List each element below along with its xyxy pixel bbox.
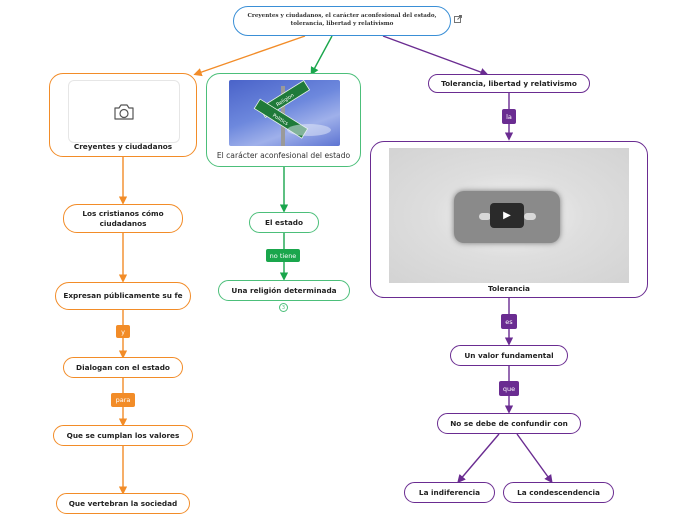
node-tolerancia-libertad-relativismo[interactable]: Tolerancia, libertad y relativismo (428, 74, 590, 93)
node-text: La indiferencia (418, 487, 481, 497)
video-play-icon[interactable]: ▶ (490, 203, 524, 228)
card-title: Creyentes y ciudadanos (73, 142, 173, 151)
node-religion-determinada[interactable]: Una religión determinada (218, 280, 350, 301)
node-vertebran-sociedad[interactable]: Que vertebran la sociedad (56, 493, 190, 514)
street-sign-image: Religion Politics (229, 80, 340, 146)
video-dot-right (524, 213, 536, 220)
node-text: Una religión determinada (231, 285, 337, 295)
node-text: Que se cumplan los valores (66, 430, 180, 440)
video-frame: ▶ (454, 191, 560, 243)
node-cumplan-valores[interactable]: Que se cumplan los valores (53, 425, 193, 446)
root-topic-text: Creyentes y ciudadanos, el carácter acon… (247, 13, 437, 27)
node-dialogan-estado[interactable]: Dialogan con el estado (63, 357, 183, 378)
node-text: Expresan públicamente su fe (63, 291, 183, 301)
node-text: Los cristianos cómo ciudadanos (82, 208, 164, 228)
link-label-es[interactable]: es (501, 314, 517, 329)
link-label-y[interactable]: y (116, 325, 130, 338)
camera-icon (114, 103, 134, 120)
node-condescendencia[interactable]: La condescendencia (503, 482, 614, 503)
root-topic[interactable]: Creyentes y ciudadanos, el carácter acon… (233, 6, 451, 36)
node-indiferencia[interactable]: La indiferencia (404, 482, 495, 503)
card-title: Tolerancia (488, 284, 530, 293)
link-root-green (310, 35, 333, 76)
card-creyentes-y-ciudadanos[interactable]: Creyentes y ciudadanos (49, 73, 197, 157)
image-placeholder (68, 80, 180, 143)
node-text: Tolerancia, libertad y relativismo (441, 78, 577, 88)
card-title: El carácter aconfesional del estado (216, 151, 351, 160)
node-cristianos-ciudadanos[interactable]: Los cristianos cómo ciudadanos (63, 204, 183, 233)
node-no-confundir[interactable]: No se debe de confundir con (437, 413, 581, 434)
card-tolerancia[interactable]: ▶ Tolerancia (370, 141, 648, 298)
node-valor-fundamental[interactable]: Un valor fundamental (450, 345, 568, 366)
node-text: Un valor fundamental (464, 350, 554, 360)
video-dot-left (479, 213, 491, 220)
node-el-estado[interactable]: El estado (249, 212, 319, 233)
node-expresan-fe[interactable]: Expresan públicamente su fe (55, 282, 191, 310)
link-purple-4 (457, 433, 500, 484)
link-label-la[interactable]: la (502, 109, 516, 124)
video-thumbnail[interactable]: ▶ (389, 148, 629, 283)
link-label-que[interactable]: que (499, 381, 519, 396)
node-text: Que vertebran la sociedad (68, 498, 178, 508)
link-root-purple (382, 35, 489, 77)
collapse-count-badge[interactable]: 3 (279, 303, 288, 312)
card-caracter-aconfesional[interactable]: Religion Politics El carácter aconfesion… (206, 73, 361, 167)
external-link-icon[interactable] (454, 15, 462, 23)
link-label-no-tiene[interactable]: no tiene (266, 249, 300, 262)
node-text: El estado (265, 217, 303, 227)
node-text: La condescendencia (517, 487, 600, 497)
link-purple-5 (516, 433, 553, 484)
link-root-orange (193, 35, 306, 77)
link-label-para[interactable]: para (111, 393, 135, 407)
node-text: Dialogan con el estado (76, 362, 170, 372)
node-text: No se debe de confundir con (450, 418, 568, 428)
